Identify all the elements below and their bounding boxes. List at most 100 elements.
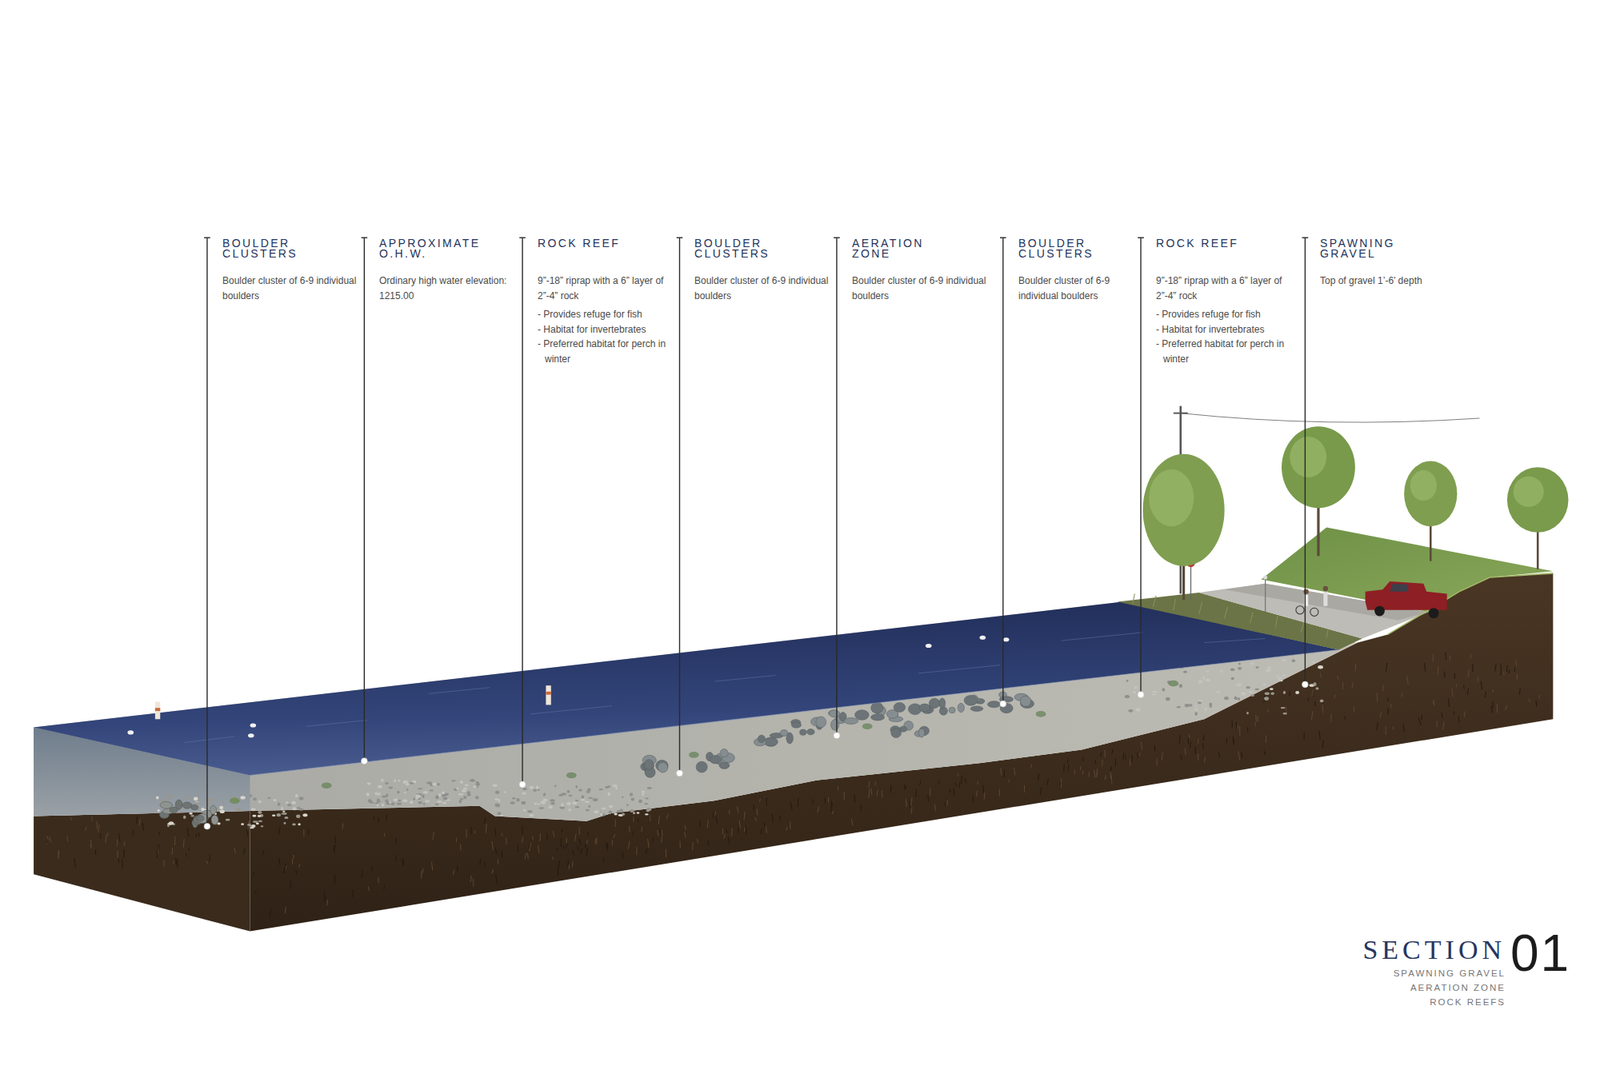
soil-grain bbox=[910, 797, 912, 807]
soil-grain bbox=[557, 867, 559, 876]
gravel-stone bbox=[1315, 687, 1319, 690]
soil-grain bbox=[1111, 775, 1113, 784]
soil-end-face bbox=[33, 811, 250, 932]
soil-grain bbox=[1401, 692, 1403, 697]
soil-grain bbox=[174, 836, 176, 846]
soil-grain bbox=[908, 801, 911, 809]
soil-grain bbox=[1342, 683, 1344, 690]
soil-grain bbox=[744, 812, 746, 820]
gravel-stone bbox=[1246, 712, 1249, 715]
gravel-stone bbox=[220, 810, 225, 815]
callout-heading: BOULDER CLUSTERS bbox=[222, 238, 298, 260]
soil-grain bbox=[596, 837, 597, 845]
callout-bullet: - Habitat for invertebrates bbox=[1156, 322, 1288, 338]
soil-grain bbox=[136, 816, 138, 824]
soil-grain bbox=[1436, 720, 1438, 728]
soil-grain bbox=[47, 836, 49, 840]
soil-grain bbox=[828, 797, 829, 803]
soil-grain bbox=[303, 829, 304, 837]
soil-grain bbox=[85, 827, 87, 832]
section-subtitle: SPAWNING GRAVEL bbox=[1393, 968, 1506, 980]
soil-grain bbox=[495, 828, 496, 837]
soil-grain bbox=[45, 838, 48, 845]
soil-grain bbox=[1420, 722, 1421, 726]
soil-grain bbox=[567, 860, 568, 866]
soil-grain bbox=[1265, 736, 1267, 744]
soil-grain bbox=[1392, 726, 1394, 730]
soil-grain bbox=[938, 780, 940, 784]
soil-grain bbox=[628, 826, 630, 833]
soil-grain bbox=[1188, 738, 1189, 745]
soil-grain bbox=[255, 891, 257, 895]
soil-grain bbox=[1188, 734, 1191, 739]
soil-grain bbox=[831, 800, 832, 807]
soil-grain bbox=[1337, 676, 1340, 681]
soil-grain bbox=[470, 876, 472, 883]
soil-grain bbox=[116, 840, 118, 848]
soil-grain bbox=[1124, 755, 1127, 760]
gravel-stone bbox=[645, 809, 650, 812]
soil-grain bbox=[927, 795, 929, 802]
section-title: SECTION bbox=[1362, 936, 1506, 965]
tree bbox=[1281, 426, 1356, 556]
soil-grain bbox=[206, 860, 208, 864]
soil-grain bbox=[779, 816, 780, 821]
soil-grain bbox=[395, 856, 396, 862]
soil-grain bbox=[175, 858, 176, 865]
soil-grain bbox=[1013, 768, 1015, 776]
soil-grain bbox=[661, 829, 663, 836]
leader-lines bbox=[204, 237, 1308, 824]
soil-grain bbox=[90, 840, 92, 847]
gravel-stone bbox=[228, 796, 232, 799]
soil-grain bbox=[852, 819, 853, 827]
gravel-stone bbox=[1317, 665, 1324, 669]
soil-grain bbox=[944, 803, 947, 808]
soil-grain bbox=[176, 859, 178, 868]
soil-grain bbox=[1500, 668, 1502, 676]
soil-grain bbox=[728, 810, 730, 815]
soil-grain bbox=[187, 828, 189, 837]
soil-grain bbox=[556, 848, 558, 852]
soil-grain bbox=[456, 837, 457, 843]
gravel-stone bbox=[252, 815, 256, 818]
soil-grain bbox=[377, 877, 380, 884]
soil-grain bbox=[853, 794, 856, 803]
soil-grain bbox=[558, 860, 560, 870]
soil-grain bbox=[952, 788, 955, 797]
boulder bbox=[210, 805, 217, 815]
soil-grain bbox=[1031, 764, 1032, 769]
soil-grain bbox=[972, 795, 975, 802]
soil-grain bbox=[1197, 739, 1199, 744]
soil-grain bbox=[957, 773, 959, 777]
soil-grain bbox=[1037, 773, 1039, 781]
leader-dots bbox=[204, 681, 1308, 830]
soil-grain bbox=[292, 859, 293, 865]
callout-note: 9”-18” riprap with a 6” layer of 2”-4” r… bbox=[1156, 273, 1288, 304]
soil-grain bbox=[284, 864, 287, 873]
soil-grain bbox=[1441, 712, 1443, 719]
gravel-stone bbox=[225, 819, 231, 822]
soil-grain bbox=[185, 853, 188, 857]
boulder bbox=[160, 801, 172, 809]
gravel-stone bbox=[276, 813, 281, 817]
soil-grain bbox=[636, 847, 637, 856]
soil-grain bbox=[1495, 664, 1496, 672]
soil-grain bbox=[1156, 759, 1158, 766]
soil-grain bbox=[679, 840, 680, 848]
soil-grain bbox=[789, 821, 791, 830]
soil-grain bbox=[946, 800, 948, 808]
soil-grain bbox=[290, 880, 292, 890]
callout-note: Boulder cluster of 6-9 individual boulde… bbox=[222, 273, 359, 304]
soil-grain bbox=[1484, 692, 1487, 699]
soil-grain bbox=[728, 837, 729, 845]
soil-grain bbox=[712, 812, 714, 818]
soil-grain bbox=[1536, 700, 1537, 708]
soil-grain bbox=[881, 790, 884, 798]
soil-grain bbox=[171, 848, 173, 856]
soil-grain bbox=[402, 860, 404, 866]
soil-grain bbox=[1197, 753, 1200, 761]
soil-grain bbox=[384, 833, 385, 837]
gravel-stone bbox=[247, 824, 252, 827]
gravel-stone bbox=[188, 797, 192, 800]
